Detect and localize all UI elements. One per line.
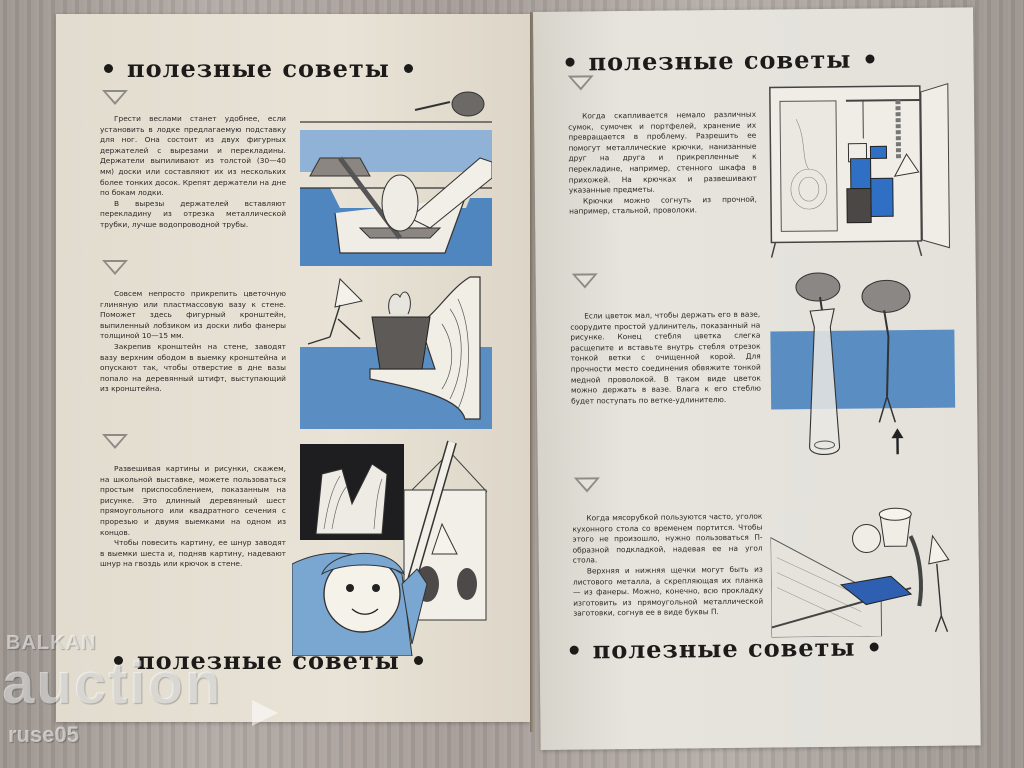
watermark-username: ruse05: [8, 722, 79, 747]
triangle-marker-icon: [573, 477, 601, 493]
tip-text-picture-pole: Развешивая картины и рисунки, скажем, на…: [100, 464, 286, 569]
tip-text-flowerpot: Совсем непросто прикрепить цветочную гли…: [100, 289, 286, 394]
meat-grinder-pad-illustration: [770, 475, 972, 638]
triangle-marker-icon: [102, 434, 128, 449]
boat-footrest-illustration: [300, 88, 492, 266]
right-page: полезные советы Когда скапливается немал…: [533, 7, 981, 750]
tip-text-boat: Грести веслами станет удобнее, если уста…: [100, 114, 286, 229]
bullet-dot-icon: [114, 656, 123, 665]
wardrobe-hooks-illustration: [766, 78, 958, 262]
triangle-marker-icon: [102, 90, 128, 105]
flower-stem-extender-illustration: [768, 266, 960, 468]
tip-text-flower-extender: Если цветок мал, чтобы держать его в ваз…: [570, 309, 762, 406]
bullet-dot-icon: [569, 645, 579, 655]
heading-bottom-right: полезные советы: [569, 632, 879, 665]
heading-text: полезные советы: [588, 44, 852, 77]
bullet-dot-icon: [865, 54, 875, 64]
picture-hanging-pole-illustration: [292, 434, 488, 656]
triangle-marker-icon: [571, 273, 598, 289]
heading-text: полезные советы: [592, 632, 856, 665]
heading-top-left: полезные советы: [104, 54, 413, 83]
watermark-balkan: BALKAN: [6, 632, 97, 654]
triangle-marker-icon: [567, 75, 594, 91]
tip-text-meat-grinder: Когда мясорубкой пользуются часто, уголо…: [572, 511, 764, 618]
play-triangle-icon: [252, 700, 278, 726]
heading-bottom-left: полезные советы: [114, 646, 423, 675]
triangle-marker-icon: [102, 260, 128, 275]
bullet-dot-icon: [565, 57, 575, 67]
heading-text: полезные советы: [127, 54, 390, 83]
bullet-dot-icon: [413, 656, 423, 665]
left-page: полезные советы Грести веслами станет уд…: [56, 14, 530, 722]
heading-text: полезные советы: [137, 646, 400, 675]
bullet-dot-icon: [869, 642, 879, 652]
watermark-auction: auction: [2, 651, 223, 716]
flowerpot-bracket-illustration: [300, 269, 492, 429]
heading-top-right: полезные советы: [565, 44, 875, 77]
bullet-dot-icon: [403, 64, 413, 73]
tip-text-bag-hooks: Когда скапливается немало различных сумо…: [568, 109, 758, 216]
booklet-spine: [530, 12, 534, 732]
bullet-dot-icon: [104, 64, 113, 73]
